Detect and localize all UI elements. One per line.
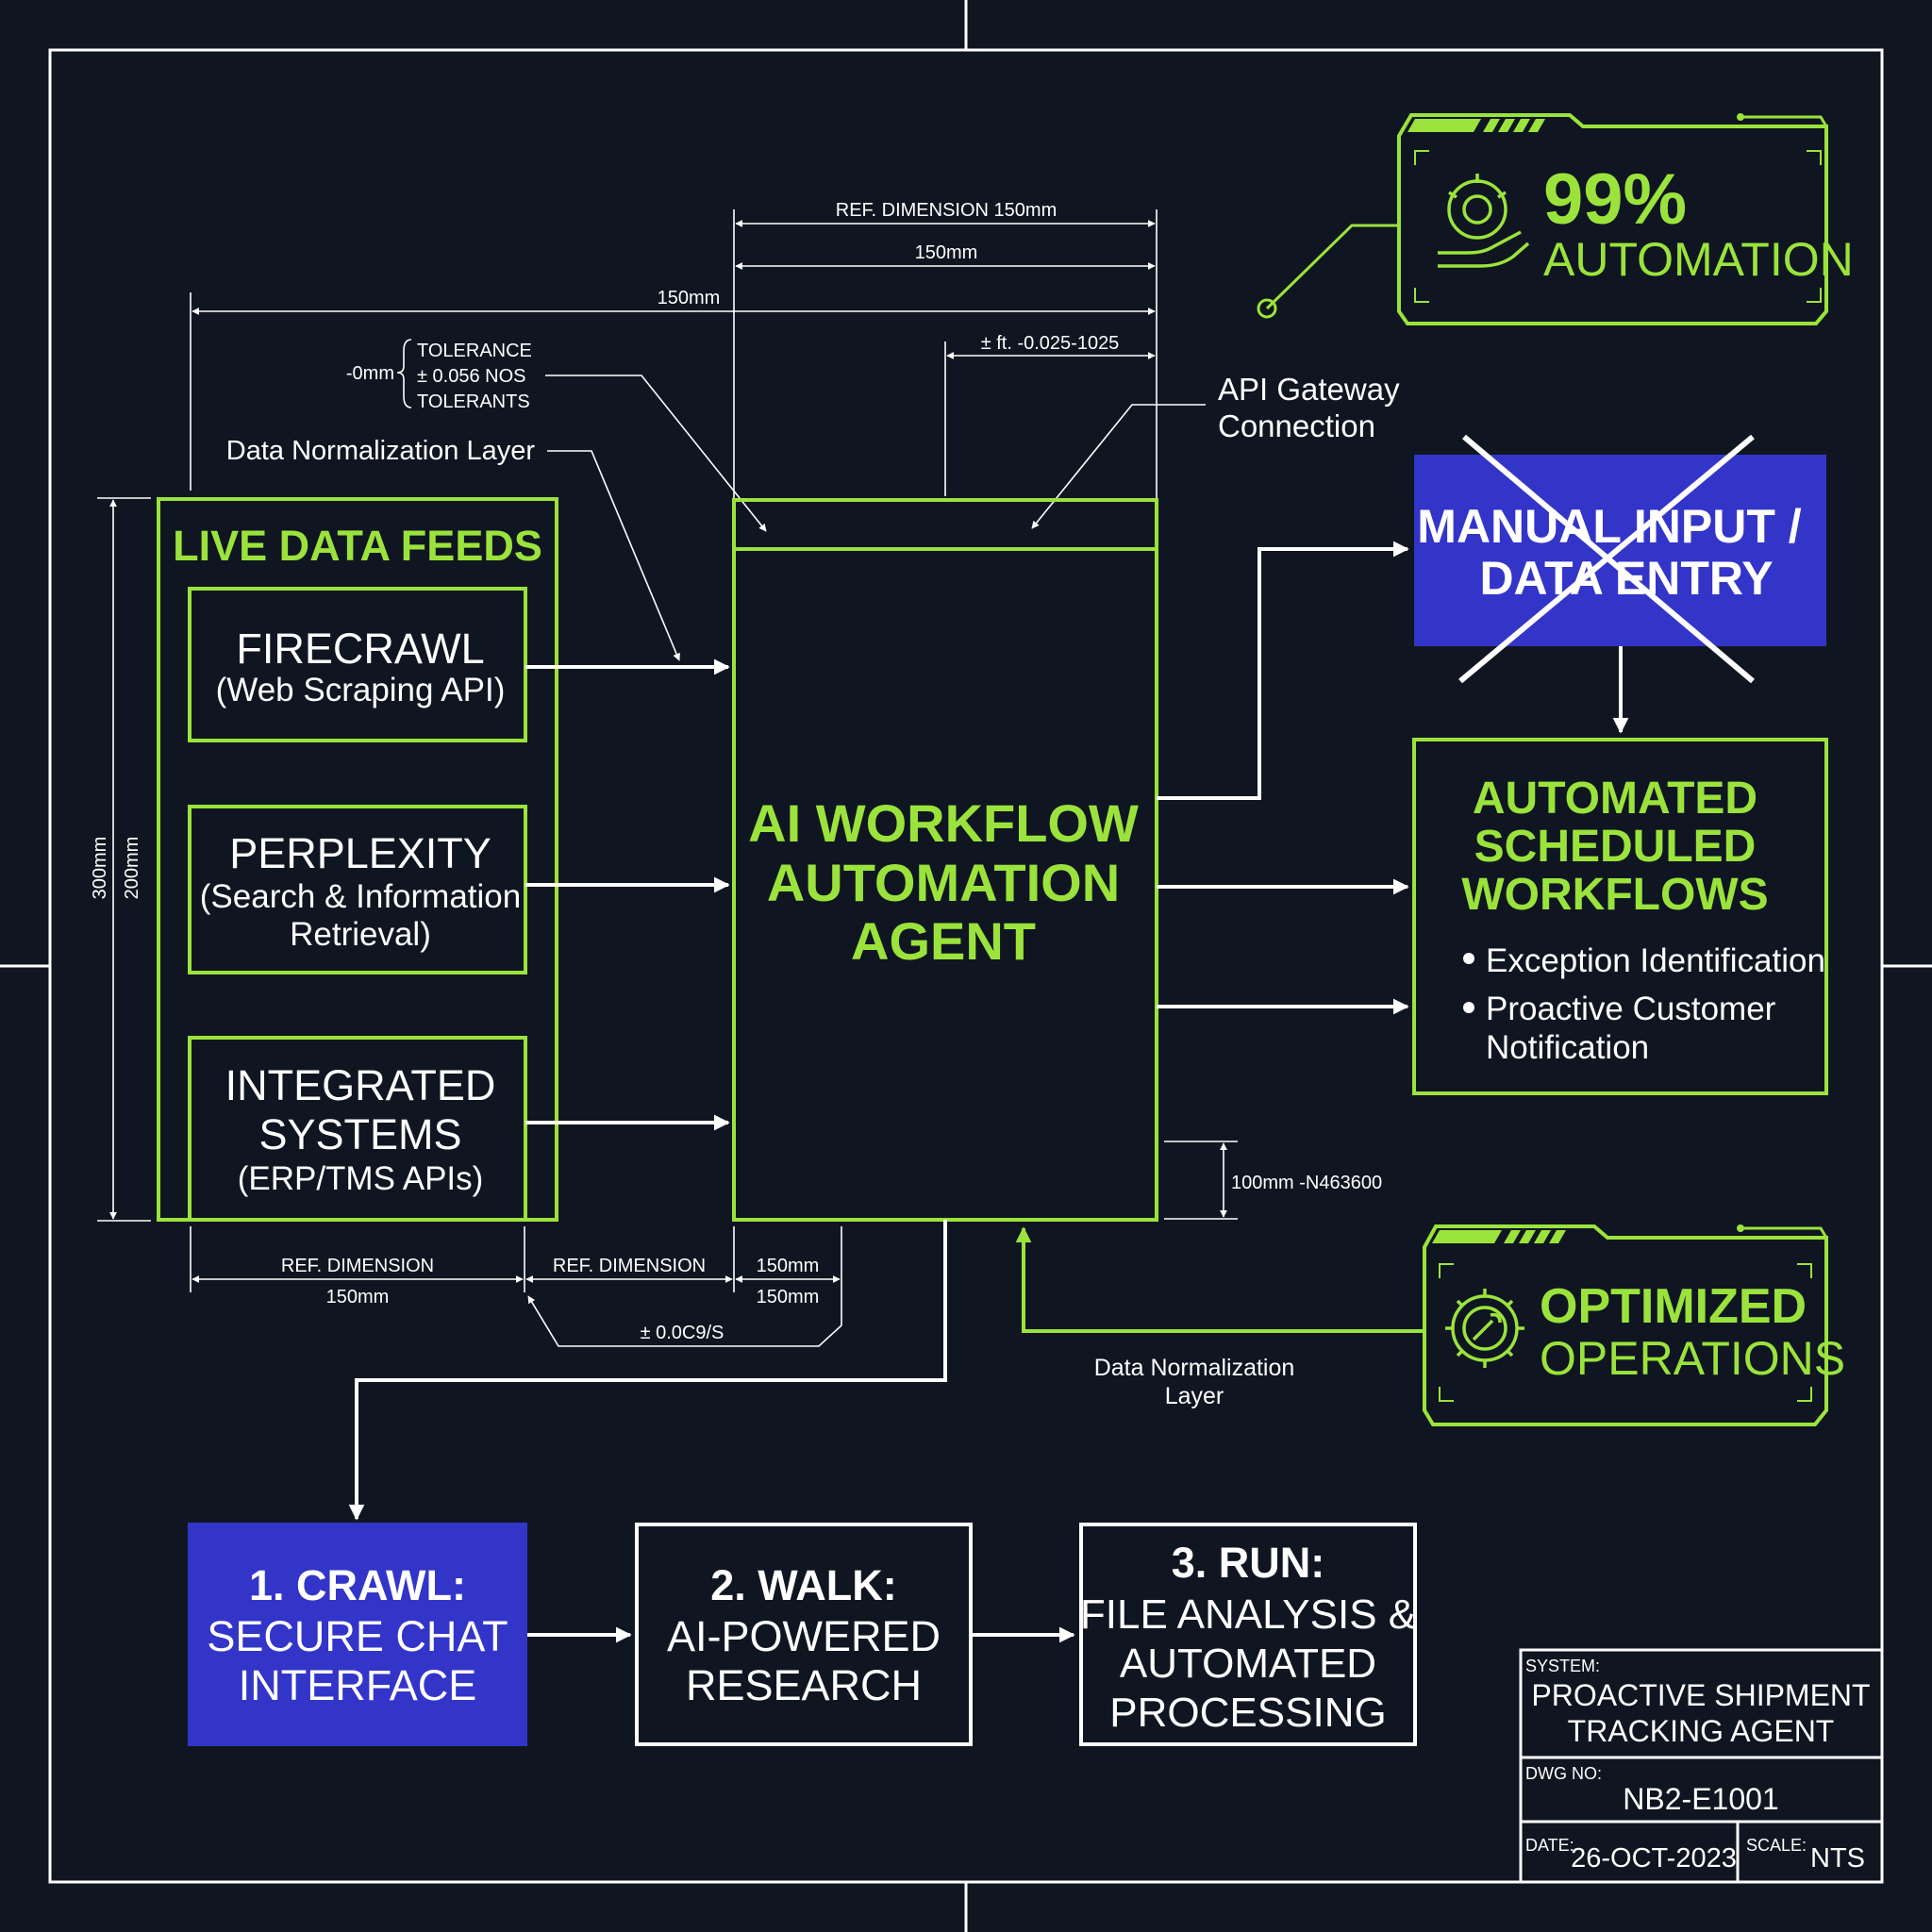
agent-title-line1: AI WORKFLOW: [748, 793, 1139, 853]
run-line3: PROCESSING: [1109, 1690, 1386, 1736]
perplexity-box[interactable]: PERPLEXITY (Search & Information Retriev…: [188, 805, 527, 974]
api-gateway-label-line2: Connection: [1218, 408, 1375, 443]
gear-hand-icon: [1438, 174, 1530, 268]
run-line2: AUTOMATED: [1120, 1641, 1376, 1687]
step-run-box[interactable]: 3. RUN: FILE ANALYSIS & AUTOMATED PROCES…: [1079, 1523, 1417, 1746]
agent-title-line3: AGENT: [851, 911, 1036, 971]
automation-value: 99%: [1543, 159, 1687, 240]
automated-bullet2-line1: Proactive Customer: [1486, 991, 1776, 1027]
data-normalization-top-label: Data Normalization Layer: [226, 436, 536, 466]
perplexity-desc-line2: Retrieval): [290, 916, 431, 953]
firecrawl-desc: (Web Scraping API): [216, 672, 506, 708]
dim-150-label-a: 150mm: [915, 242, 978, 263]
ref-dim-left-label: REF. DIMENSION: [281, 1256, 434, 1276]
badge-connector: [1265, 224, 1399, 310]
date-value: 26-OCT-2023: [1571, 1843, 1737, 1874]
agent-title-line2: AUTOMATION: [767, 853, 1120, 912]
manual-input-line2: DATA ENTRY: [1479, 552, 1773, 605]
dwg-value: NB2-E1001: [1623, 1782, 1778, 1816]
perplexity-desc-line1: (Search & Information: [200, 878, 521, 915]
automated-bullet1: Exception Identification: [1486, 942, 1825, 979]
manual-input-box[interactable]: MANUAL INPUT / DATA ENTRY: [1414, 434, 1826, 684]
crawl-line1: SECURE CHAT: [207, 1612, 508, 1660]
tolerance-brace: [396, 339, 412, 408]
system-line2: TRACKING AGENT: [1568, 1714, 1835, 1748]
tolerance-leader: [545, 375, 767, 532]
dim-150-label-d: 150mm: [757, 1287, 820, 1307]
bullet-dot-2: [1463, 1002, 1474, 1013]
manual-input-line1: MANUAL INPUT /: [1417, 500, 1802, 553]
walk-line2: RESEARCH: [686, 1661, 922, 1709]
optimized-line2: OPERATIONS: [1540, 1332, 1845, 1385]
firecrawl-box[interactable]: FIRECRAWL (Web Scraping API): [188, 587, 527, 742]
automation-badge: 99% AUTOMATION: [1257, 113, 1854, 325]
run-line1: FILE ANALYSIS &: [1080, 1591, 1416, 1638]
scale-label: SCALE:: [1746, 1836, 1807, 1855]
dim-100-label: 100mm -N463600: [1231, 1173, 1382, 1193]
gear-wrench-icon: [1445, 1289, 1524, 1368]
ai-agent-box[interactable]: AI WORKFLOW AUTOMATION AGENT: [732, 498, 1158, 1222]
bottom-dimension-lines: [190, 1226, 842, 1347]
system-line1: PROACTIVE SHIPMENT: [1531, 1678, 1870, 1712]
scale-value: NTS: [1810, 1843, 1865, 1874]
live-data-feeds-title: LIVE DATA FEEDS: [173, 522, 542, 570]
dim-100-lines: [1164, 1141, 1238, 1220]
crawl-title: 1. CRAWL:: [249, 1561, 466, 1609]
step-crawl-box[interactable]: 1. CRAWL: SECURE CHAT INTERFACE: [188, 1523, 527, 1746]
automated-line3: WORKFLOWS: [1461, 870, 1768, 920]
walk-line1: AI-POWERED: [667, 1612, 941, 1660]
optimized-line1: OPTIMIZED: [1540, 1279, 1807, 1334]
cross-out-icon: [1458, 434, 1755, 684]
optimized-feedback-arrow: [1015, 1226, 1424, 1333]
run-title: 3. RUN:: [1172, 1539, 1325, 1587]
api-gateway-label-line1: API Gateway: [1218, 372, 1400, 407]
system-label: SYSTEM:: [1525, 1657, 1600, 1675]
tolerance-bottom-label: ± 0.0C9/S: [641, 1323, 724, 1343]
automated-workflows-box[interactable]: AUTOMATED SCHEDULED WORKFLOWS Exception …: [1412, 738, 1828, 1095]
tolerance-small-label: ± ft. -0.025-1025: [981, 333, 1120, 354]
bullet-dot-1: [1463, 953, 1474, 964]
integrated-line1: INTEGRATED: [225, 1061, 496, 1109]
agent-output-arrows: [1157, 541, 1629, 1015]
tolerance-line2: ± 0.056 NOS: [417, 366, 525, 387]
automated-bullet2-line2: Notification: [1486, 1029, 1649, 1066]
data-normalization-bottom-line1: Data Normalization: [1094, 1355, 1295, 1381]
left-dimension-lines: [97, 497, 151, 1222]
tolerance-line3: TOLERANTS: [417, 391, 530, 412]
dim-300-label: 300mm: [90, 837, 110, 900]
firecrawl-name: FIRECRAWL: [236, 625, 484, 673]
integrated-line2: SYSTEMS: [258, 1110, 461, 1158]
badge-stripes: [1407, 119, 1545, 132]
dwg-label: DWG NO:: [1525, 1764, 1602, 1783]
perplexity-name: PERPLEXITY: [229, 829, 491, 877]
dim-200-label: 200mm: [122, 837, 142, 900]
agent-to-steps-arrow: [348, 1220, 947, 1521]
top-dimension-lines: [190, 209, 1158, 500]
live-data-feeds-group: LIVE DATA FEEDS FIRECRAWL (Web Scraping …: [157, 497, 558, 1222]
dim-150-label-b: 150mm: [658, 288, 721, 308]
data-normalization-bottom-line2: Layer: [1165, 1383, 1224, 1409]
integrated-systems-box[interactable]: INTEGRATED SYSTEMS (ERP/TMS APIs): [188, 1036, 527, 1222]
dim-ref-150-label: REF. DIMENSION 150mm: [836, 200, 1057, 221]
api-gateway-leader: [1031, 404, 1206, 529]
date-label: DATE:: [1525, 1836, 1574, 1855]
title-block: SYSTEM: PROACTIVE SHIPMENT TRACKING AGEN…: [1519, 1648, 1884, 1884]
automated-line1: AUTOMATED: [1473, 774, 1757, 824]
optimized-badge: OPTIMIZED OPERATIONS: [1423, 1224, 1845, 1426]
ref-dim-left-value: 150mm: [326, 1287, 390, 1307]
tolerance-line1: TOLERANCE: [417, 341, 532, 361]
tolerance-0mm: -0mm: [346, 363, 394, 384]
walk-title: 2. WALK:: [710, 1561, 897, 1609]
feed-arrows: [525, 658, 730, 1131]
dim-150-label-c: 150mm: [757, 1256, 820, 1276]
automated-line2: SCHEDULED: [1474, 822, 1757, 872]
ref-dim-mid-label: REF. DIMENSION: [553, 1256, 706, 1276]
integrated-desc: (ERP/TMS APIs): [238, 1160, 484, 1197]
automation-label: AUTOMATION: [1543, 233, 1854, 286]
step-walk-box[interactable]: 2. WALK: AI-POWERED RESEARCH: [635, 1523, 973, 1746]
data-normalization-top-leader: [547, 450, 680, 661]
crawl-line2: INTERFACE: [239, 1661, 477, 1709]
